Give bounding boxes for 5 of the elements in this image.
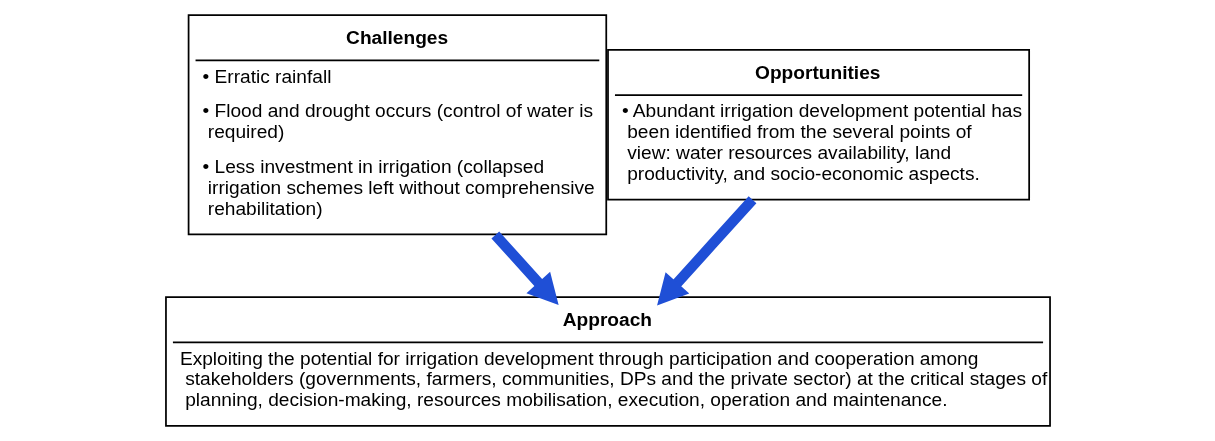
node-box: Challenges • Erratic rainfall • Flood and drought occurs (control of water is required) • Less investment in irrigation (collapsed irrigation schemes left without comprehensive rehabilitation) — [187, 14, 607, 236]
arrow — [490, 231, 559, 306]
arrow — [656, 196, 756, 306]
node-box: Approach Exploiting the potential for irrigation development through participation and cooperation among stakeholders (governments, farmers, communities, DPs and the private sector) at the critical stages of planning, decision-making, resources mobilisation, execution, operation and maintenance. — [164, 296, 1051, 427]
node-box: Opportunities • Abundant irrigation development potential has been identified from the several points of view: water resources availability, land productivity, and socio-economic aspects. — [606, 49, 1030, 201]
